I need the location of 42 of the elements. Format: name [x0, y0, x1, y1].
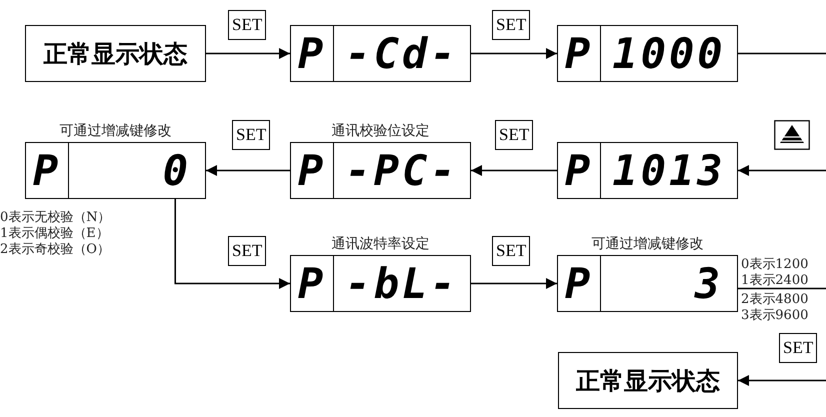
arrow [471, 48, 557, 59]
key-label: SET [492, 10, 530, 40]
display-digits: -PC- [345, 146, 459, 196]
arrow [206, 48, 290, 59]
state-box: 正常显示状态 [558, 352, 738, 409]
note-text: 0表示1200 [741, 257, 808, 273]
display-heading: 可通过增减键修改 [58, 122, 172, 140]
display-heading: 通讯校验位设定 [330, 122, 430, 140]
arrow [738, 165, 826, 176]
key-label: SET [779, 333, 818, 363]
display-digit: P [564, 146, 594, 196]
display-digit: P [298, 28, 326, 78]
key-label: SET [232, 120, 270, 150]
note-text: 1表示2400 [741, 273, 808, 289]
display-heading: 可通过增减键修改 [590, 235, 704, 253]
display-digits: 1000 [612, 28, 726, 78]
display-digit: P [564, 258, 594, 308]
note-text: 0表示无校验（N） [0, 210, 111, 226]
key-label: SET [228, 236, 266, 266]
note-text: 2表示4800 [741, 292, 808, 308]
key-label: SET [228, 10, 266, 40]
arrow [471, 165, 557, 176]
arrow [471, 278, 557, 289]
display-digit: P [298, 146, 326, 196]
note-text: 3表示9600 [741, 308, 808, 324]
display-digit: P [32, 146, 62, 196]
key-label: SET [492, 236, 530, 266]
display-digits: -Cd- [345, 28, 459, 78]
arrow [738, 375, 826, 386]
arrow [206, 165, 290, 176]
note-text: 1表示偶校验（E） [0, 226, 109, 242]
display-digits: -bL- [345, 258, 459, 308]
display-digit: P [298, 258, 326, 308]
display-digit: P [564, 28, 594, 78]
display-heading: 通讯波特率设定 [330, 235, 430, 253]
note-text: 2表示奇校验（O） [0, 242, 110, 258]
arrow [174, 199, 290, 289]
display-digits: 1013 [612, 146, 726, 196]
display-digits: 0 [162, 146, 191, 196]
state-box: 正常显示状态 [25, 25, 206, 82]
key-label: SET [495, 120, 534, 150]
display-digits: 3 [694, 258, 723, 308]
